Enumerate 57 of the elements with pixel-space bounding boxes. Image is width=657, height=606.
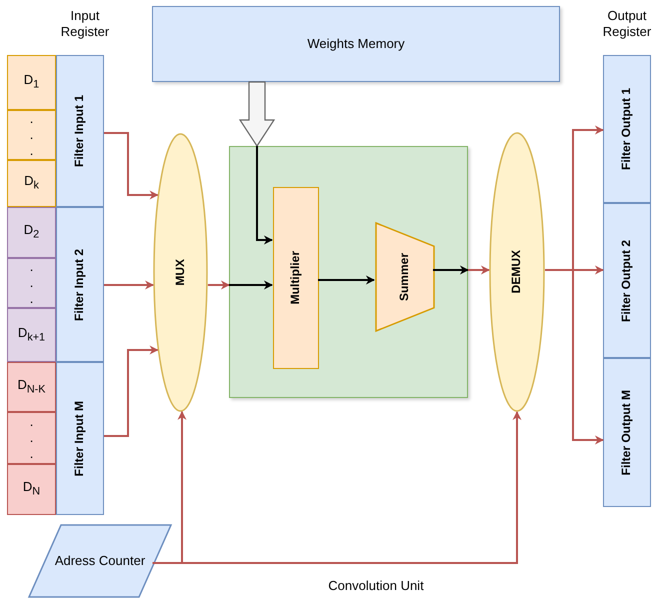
arrow bbox=[229, 280, 273, 290]
filter-input-box bbox=[56, 362, 104, 515]
node-label: Summer bbox=[398, 252, 412, 302]
arrow bbox=[208, 280, 230, 290]
filter-input-box bbox=[56, 207, 104, 362]
cell-label: D$_{N-K}$ bbox=[17, 378, 46, 396]
node-label: Filter Output 1 bbox=[620, 88, 634, 170]
arrow bbox=[256, 146, 273, 244]
arrow bbox=[104, 346, 159, 437]
node-label: Filter Output 2 bbox=[620, 240, 634, 322]
arrow bbox=[104, 280, 154, 290]
node-label: Adress Counter bbox=[54, 554, 146, 568]
arrow bbox=[468, 266, 490, 274]
summer-trapezoid bbox=[375, 222, 435, 332]
ellipsis-dots: . . . bbox=[30, 111, 34, 159]
ellipsis-dots: . . . bbox=[30, 414, 34, 462]
register-cell bbox=[7, 362, 56, 412]
register-cell bbox=[7, 464, 56, 515]
node-label: DEMUX bbox=[510, 250, 524, 294]
memory-box bbox=[152, 6, 560, 82]
heading-label: Input Register bbox=[60, 8, 110, 40]
block-arrow bbox=[238, 81, 276, 148]
filter-output-box bbox=[603, 55, 651, 203]
arrow bbox=[152, 411, 522, 564]
filter-input-box bbox=[56, 55, 104, 207]
node-label: Weights Memory bbox=[307, 36, 405, 52]
node-label: Filter Input M bbox=[73, 400, 87, 476]
node-label: Filter Input 1 bbox=[73, 95, 87, 167]
cell-label: D$_{k}$ bbox=[24, 174, 39, 193]
mux-ellipse bbox=[153, 133, 208, 412]
demux-ellipse bbox=[489, 132, 545, 412]
register-cell bbox=[7, 110, 56, 160]
register-cell bbox=[7, 55, 56, 110]
ellipsis-dots: . . . bbox=[30, 259, 34, 307]
register-cell bbox=[7, 207, 56, 258]
arrow bbox=[318, 276, 375, 284]
cell-label: D$_{k+1}$ bbox=[18, 326, 46, 344]
convolution-unit-box bbox=[229, 146, 468, 398]
cell-label: D$_{1}$ bbox=[24, 73, 40, 92]
filter-output-box bbox=[603, 203, 651, 358]
register-cell bbox=[7, 258, 56, 308]
node-label: Filter Output M bbox=[620, 390, 634, 476]
register-cell bbox=[7, 308, 56, 362]
cell-label: D$_{2}$ bbox=[24, 223, 40, 242]
register-cell bbox=[7, 412, 56, 464]
node-label: Multiplier bbox=[289, 251, 303, 305]
arrow bbox=[104, 132, 159, 200]
register-cell bbox=[7, 160, 56, 207]
address-counter-parallelogram bbox=[28, 524, 172, 598]
filter-output-box bbox=[603, 358, 651, 507]
node-label: MUX bbox=[174, 259, 188, 286]
heading-label: Output Register bbox=[602, 8, 652, 40]
multiplier-box bbox=[273, 187, 319, 369]
cell-label: D$_{N}$ bbox=[22, 480, 40, 499]
heading-label: Convolution Unit bbox=[327, 578, 425, 594]
arrow bbox=[433, 266, 469, 274]
node-label: Filter Input 2 bbox=[73, 248, 87, 320]
